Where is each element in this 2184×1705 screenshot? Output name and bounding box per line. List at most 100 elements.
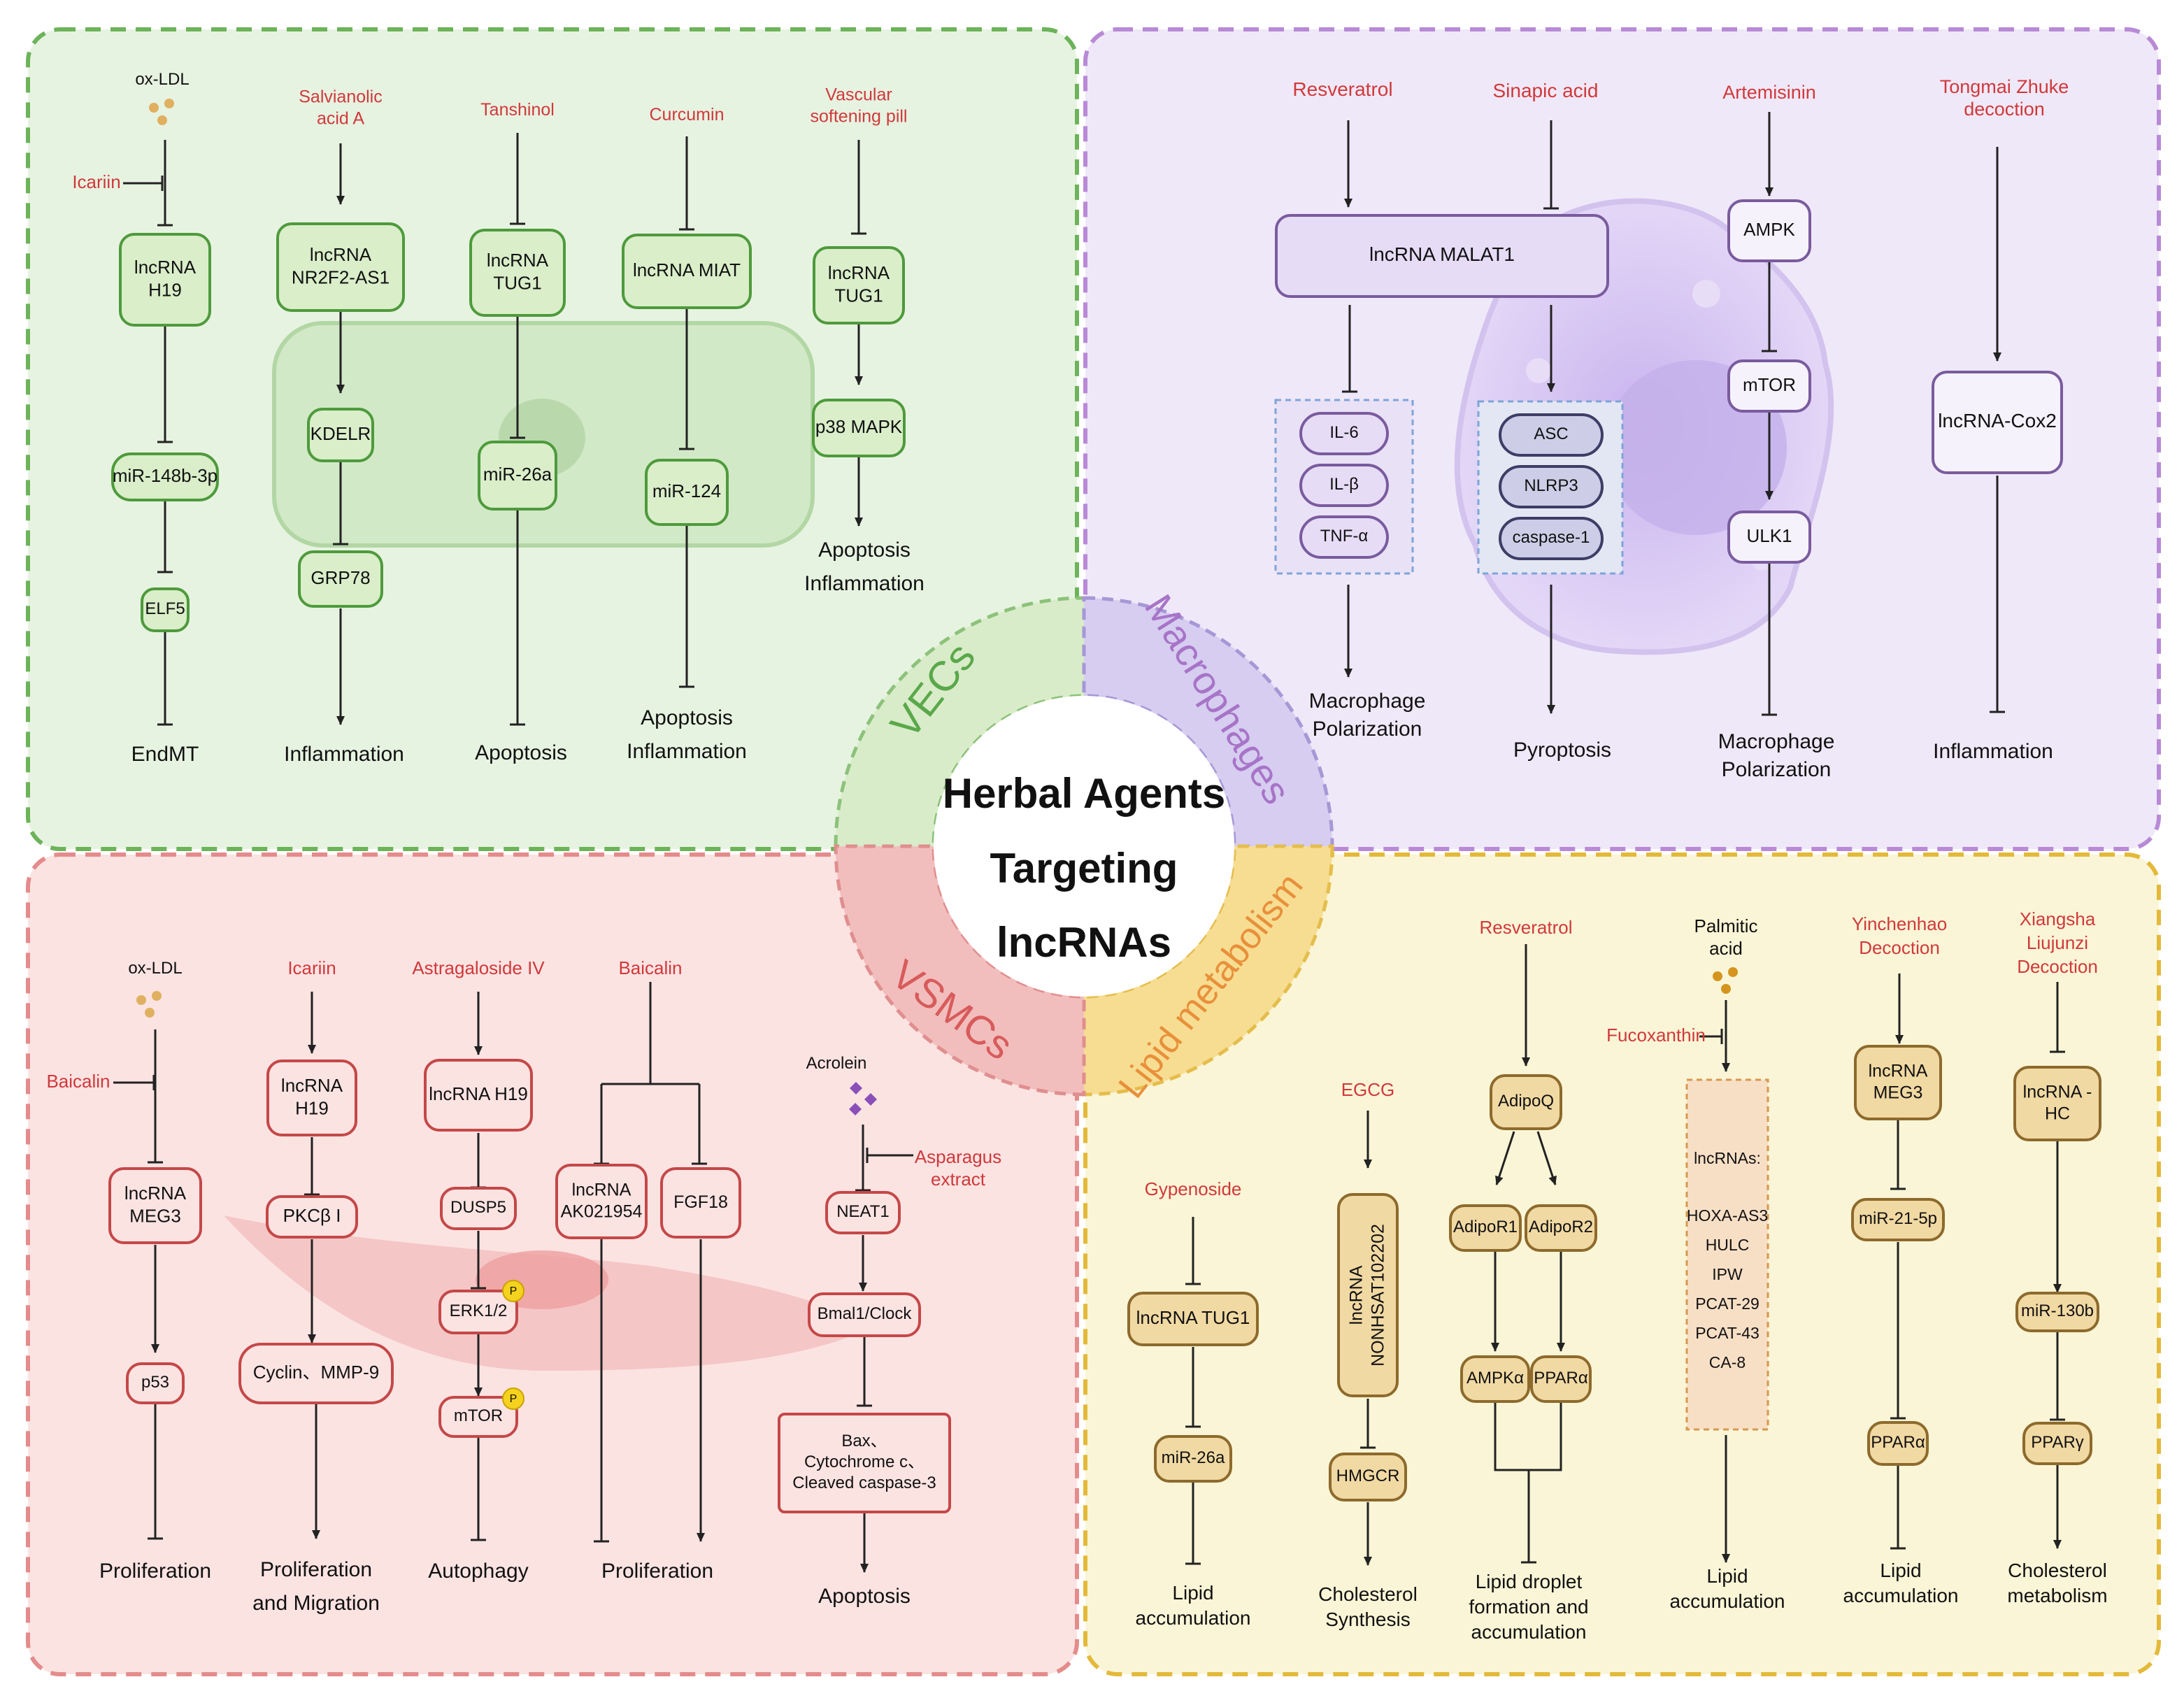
lipid-c1-agent: Gypenoside (1145, 1178, 1242, 1199)
vsmc-c1-p53-label-line: p53 (141, 1373, 169, 1392)
lipid-c1-lncrna-tug1-box (1127, 1292, 1259, 1346)
vsmc-c3-lncrna-h19-box (424, 1059, 533, 1132)
vec-c4-mir124-label: miR-124 (652, 480, 721, 501)
vec-c1-elf5: ELF5 (141, 587, 190, 632)
vsmc-c1-lncrna-meg3-label-line: lncRNA (124, 1183, 187, 1204)
vec-c1-elf5-label-line: ELF5 (145, 599, 185, 618)
vsmc-oxldl-particles-dot (145, 1008, 155, 1018)
vsmc-c3-mtor-label: mTOR (454, 1406, 503, 1425)
vsmc-c2-pkcb-box (266, 1195, 358, 1239)
lipid-c5-mir21-box (1851, 1198, 1945, 1241)
vsmc-c4-out-line: Proliferation (601, 1560, 713, 1583)
center-title-line2: Targeting (990, 845, 1178, 892)
vec-c3-lncrna-tug1-label-line: TUG1 (493, 272, 541, 293)
vsmc-c5-bax-cytc-caspase3-label-line: Cytochrome c、 (804, 1453, 925, 1471)
vsmc-c3-out-line: Autophagy (428, 1560, 528, 1583)
vsmc-c5-bmal1-clock: Bmal1/Clock (808, 1292, 921, 1337)
vec-c2-lncrna-nr2f2-box (276, 222, 405, 312)
lipid-c3-adipor2-label-line: AdipoR2 (1529, 1218, 1593, 1236)
vsmc-c4-lncrna-ak021954-box (555, 1164, 648, 1239)
lipid-c3-adipor1-label-line: AdipoR1 (1453, 1218, 1518, 1236)
lipid-c3-adipor1-box (1449, 1204, 1522, 1252)
mac-mtor-box (1727, 359, 1811, 413)
vec-c1-mir148b: miR-148b-3p (111, 452, 219, 501)
lipid-c3-adipor2-label: AdipoR2 (1529, 1218, 1593, 1236)
vsmc-c5-neat1: NEAT1 (825, 1191, 901, 1234)
vsmc-c5-agent: Acrolein (806, 1054, 867, 1073)
vec-c3-mir26a-label-line: miR-26a (483, 464, 552, 485)
vsmc-c5-agent-line: Acrolein (806, 1054, 867, 1073)
vec-c4-out-line: Apoptosis (641, 706, 733, 729)
lipid-c5-agent-line: Yinchenhao (1852, 913, 1947, 934)
lipid-c5-mir21-label: miR-21-5p (1859, 1209, 1937, 1228)
mac-agent-resveratrol-line: Resveratrol (1292, 78, 1392, 100)
vsmc-c2-lncrna-h19-box (266, 1060, 357, 1136)
vsmc-c1-p53-box (126, 1362, 185, 1404)
vec-c4-lncrna-miat-label: lncRNA MIAT (633, 259, 741, 280)
vec-c5-p38mapk-box (812, 399, 906, 457)
mac-out4: Inflammation (1933, 740, 2053, 763)
vsmc-c2-pkcb-label: PKCβ I (283, 1205, 341, 1226)
vsmc-c2-pkcb: PKCβ I (266, 1195, 358, 1239)
vsmc-c1-out-line: Proliferation (99, 1560, 211, 1583)
mac-cytokine-2-label-line: TNF-α (1320, 527, 1369, 545)
vsmc-c2-out-line: and Migration (252, 1592, 380, 1615)
lipid-c3-ampka-label: AMPKα (1466, 1369, 1524, 1387)
lipid-c1-mir26a: miR-26a (1154, 1435, 1232, 1483)
vec-c2-kdelr-label: KDELR (311, 423, 371, 444)
mac-lncrna-cox2-label: lncRNA-Cox2 (1938, 410, 2057, 431)
vec-c5-agent-line: softening pill (811, 106, 908, 126)
lipid-c6-out-line: Cholesterol (2008, 1560, 2107, 1581)
lipid-c6-lncrna-hc-label-line: HC (2045, 1104, 2070, 1123)
vec-c5-agent-line: Vascular (825, 85, 892, 104)
vec-c1-inhibitor: Icariin (72, 171, 120, 192)
lipid-c4-list-title-line: lncRNAs: (1694, 1149, 1761, 1167)
lipid-c3-agent: Resveratrol (1480, 917, 1573, 938)
lipid-c6-lncrna-hc-box (2013, 1066, 2101, 1141)
lipid-c6-pparg-box (2022, 1422, 2092, 1465)
vsmc-c1-out: Proliferation (99, 1560, 211, 1583)
lipid-c4-list-item: PCAT-43 (1695, 1324, 1760, 1342)
vsmc-c4-agent: Baicalin (618, 957, 682, 978)
lipid-c1-lncrna-tug1-label-line: lncRNA TUG1 (1136, 1307, 1250, 1328)
vec-c1-lncrna-h19-label-line: lncRNA (134, 257, 197, 278)
vsmc-c3-mtor-phospho-badge: P (502, 1387, 524, 1410)
lipid-c3-out-line: formation and (1469, 1596, 1588, 1618)
vsmc-c3-dusp5-label: DUSP5 (450, 1198, 506, 1217)
lipid-c6-lncrna-hc-label-line: lncRNA - (2023, 1082, 2092, 1101)
lipid-c6-mir130b-label-line: miR-130b (2021, 1301, 2094, 1320)
vec-c2-agent-line: acid A (317, 108, 364, 128)
vec-c2-grp78-label: GRP78 (311, 567, 370, 588)
vec-c4-mir124: miR-124 (645, 459, 729, 526)
vec-c3-mir26a-label: miR-26a (483, 464, 552, 485)
lipid-c6-agent-line: Liujunzi (2027, 932, 2088, 953)
mac-cytokine-0: IL-6 (1299, 412, 1389, 455)
mac-mtor: mTOR (1727, 359, 1811, 413)
lipid-c3-adipoq-label: AdipoQ (1498, 1092, 1554, 1111)
lipid-c4-list-item: HOXA-AS3 (1687, 1206, 1768, 1225)
vec-c3-out: Apoptosis (475, 741, 567, 764)
vec-c1-lncrna-h19-box (119, 233, 211, 327)
vsmc-c5-neat1-label-line: NEAT1 (836, 1202, 890, 1221)
vsmc-c5-out: Apoptosis (818, 1585, 911, 1608)
vec-c4-out-line: Inflammation (627, 740, 747, 763)
lipid-c5-ppara-label: PPARα (1871, 1433, 1925, 1452)
mac-agent-sinapic: Sinapic acid (1493, 80, 1599, 101)
lipid-c5-mir21: miR-21-5p (1851, 1198, 1945, 1241)
vec-c2-out: Inflammation (284, 743, 404, 766)
lipid-c4-list-item: IPW (1712, 1265, 1743, 1283)
mac-ulk1-label: ULK1 (1746, 525, 1792, 546)
vsmc-oxldl-particles-dot (136, 995, 146, 1005)
lipid-c2-lncrna-nonhsat102202-label-line: NONHSAT102202 (1368, 1224, 1387, 1367)
mac-inflammasome-0-box (1499, 413, 1604, 457)
lipid-palmitic-particles-dot (1713, 971, 1722, 981)
vec-c1-lncrna-h19-label-line: H19 (148, 279, 182, 300)
lipid-c5-agent-line: Decoction (1859, 937, 1940, 958)
